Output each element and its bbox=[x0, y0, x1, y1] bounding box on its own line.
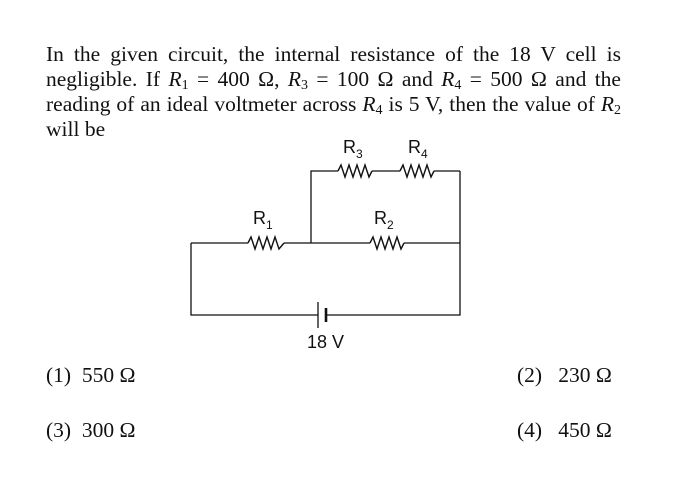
wire-left-side bbox=[190, 243, 318, 316]
resistor-r1 bbox=[247, 234, 285, 252]
r4-subscript: 4 bbox=[375, 103, 383, 118]
option-number: (2) bbox=[517, 363, 543, 387]
r2-subscript: 2 bbox=[614, 103, 621, 118]
option-text: 450 Ω bbox=[558, 418, 612, 442]
r3-subscript: 3 bbox=[300, 78, 308, 93]
option-text: 300 Ω bbox=[81, 418, 136, 442]
option-text: 550 Ω bbox=[81, 363, 136, 387]
label-r1: R1 bbox=[253, 208, 273, 232]
label-r3: R3 bbox=[343, 137, 363, 161]
label-r2: R2 bbox=[374, 208, 394, 232]
r4-symbol: R bbox=[362, 92, 376, 116]
question-part: In the given circuit, the internal resis… bbox=[46, 42, 621, 91]
r3-value: = 100 Ω and bbox=[307, 67, 442, 91]
label-r4: R4 bbox=[408, 137, 428, 161]
r4-value: = 500 Ω and the reading of an ideal volt… bbox=[46, 67, 621, 116]
option-text: 230 Ω bbox=[558, 363, 612, 387]
resistor-r4 bbox=[399, 162, 435, 180]
option-number: (4) bbox=[517, 418, 543, 442]
r1-value: = 400 Ω, bbox=[188, 67, 288, 91]
wire-right-side bbox=[326, 171, 461, 316]
question-text: In the given circuit, the internal resis… bbox=[46, 42, 621, 142]
question-part: is 5 V, then the value of bbox=[382, 92, 601, 116]
r4-subscript: 4 bbox=[454, 78, 462, 93]
option-4[interactable]: (4) 450 Ω bbox=[517, 418, 612, 443]
r4-symbol: R bbox=[441, 67, 455, 91]
wire-upper-left bbox=[310, 170, 338, 243]
r2-symbol: R bbox=[600, 92, 614, 116]
r1-symbol: R bbox=[168, 67, 182, 91]
r3-symbol: R bbox=[287, 67, 301, 91]
option-2[interactable]: (2) 230 Ω bbox=[517, 363, 612, 388]
option-number: (3) bbox=[46, 418, 72, 442]
resistor-r3 bbox=[337, 162, 373, 180]
label-cell-voltage: 18 V bbox=[307, 332, 344, 352]
question-part: will be bbox=[46, 117, 106, 141]
r1-subscript: 1 bbox=[181, 78, 189, 93]
option-3[interactable]: (3) 300 Ω bbox=[46, 418, 135, 443]
option-number: (1) bbox=[46, 363, 72, 387]
resistor-r2 bbox=[369, 234, 405, 252]
option-1[interactable]: (1) 550 Ω bbox=[46, 363, 135, 388]
